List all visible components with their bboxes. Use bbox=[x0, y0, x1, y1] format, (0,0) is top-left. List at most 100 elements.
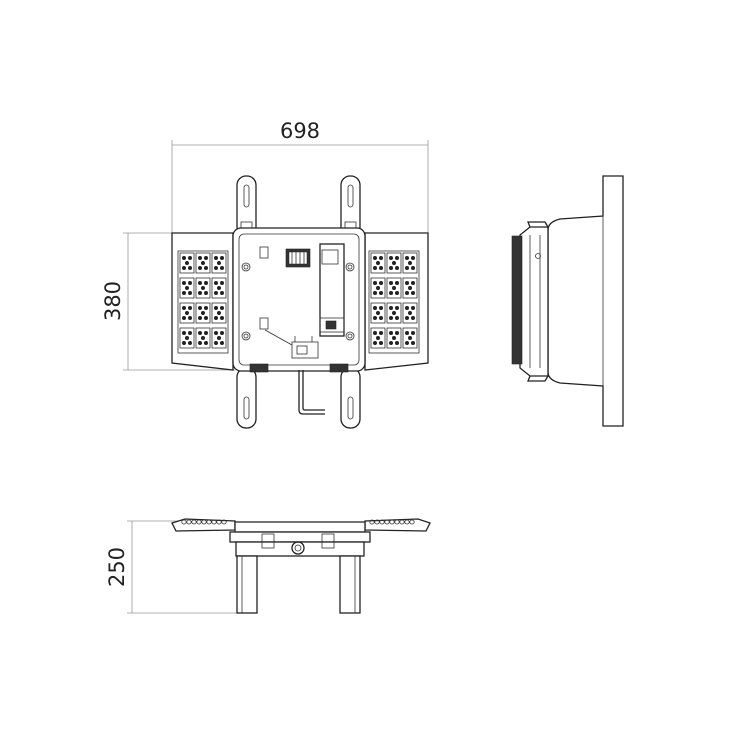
led-dot bbox=[198, 266, 202, 270]
led-dot bbox=[411, 331, 415, 335]
led-dot bbox=[198, 256, 202, 260]
led-module bbox=[179, 302, 195, 324]
led-dot bbox=[198, 341, 202, 345]
fin bbox=[216, 519, 222, 525]
led-module bbox=[386, 327, 402, 349]
fin bbox=[399, 519, 405, 525]
led-dot bbox=[408, 336, 412, 340]
power-cable bbox=[298, 370, 325, 415]
led-dot bbox=[204, 306, 208, 310]
led-module bbox=[195, 327, 211, 349]
led-dot bbox=[201, 286, 205, 290]
led-module bbox=[211, 252, 227, 274]
led-dot bbox=[376, 261, 380, 265]
led-module bbox=[211, 277, 227, 299]
led-dot bbox=[182, 331, 186, 335]
led-dot bbox=[405, 256, 409, 260]
led-dot bbox=[408, 311, 412, 315]
bottom-left-fins bbox=[181, 519, 227, 525]
fin bbox=[379, 519, 385, 525]
led-dot bbox=[405, 291, 409, 295]
led-dot bbox=[220, 341, 224, 345]
dimension-width-label: 698 bbox=[280, 119, 320, 143]
side-mounting-plate bbox=[547, 175, 624, 427]
led-dot bbox=[405, 341, 409, 345]
led-dot bbox=[185, 311, 189, 315]
fin bbox=[181, 519, 187, 525]
led-dot bbox=[217, 311, 221, 315]
led-dot bbox=[389, 341, 393, 345]
led-dot bbox=[395, 256, 399, 260]
led-dot bbox=[395, 291, 399, 295]
fin bbox=[191, 519, 197, 525]
led-module bbox=[386, 252, 402, 274]
led-dot bbox=[373, 281, 377, 285]
fin bbox=[389, 519, 395, 525]
fin bbox=[404, 519, 410, 525]
fin bbox=[201, 519, 207, 525]
led-dot bbox=[214, 306, 218, 310]
led-dot bbox=[389, 266, 393, 270]
led-dot bbox=[392, 261, 396, 265]
led-module bbox=[386, 302, 402, 324]
fin bbox=[409, 519, 415, 525]
led-dot bbox=[182, 341, 186, 345]
bottom-right-leg bbox=[339, 555, 361, 614]
led-dot bbox=[188, 331, 192, 335]
led-dot bbox=[373, 266, 377, 270]
led-dot bbox=[411, 341, 415, 345]
led-dot bbox=[220, 331, 224, 335]
led-dot bbox=[389, 316, 393, 320]
led-module bbox=[195, 252, 211, 274]
led-dot bbox=[201, 336, 205, 340]
led-dot bbox=[376, 336, 380, 340]
led-dot bbox=[379, 291, 383, 295]
led-dot bbox=[204, 266, 208, 270]
led-dot bbox=[379, 341, 383, 345]
led-dot bbox=[188, 316, 192, 320]
terminal-pins bbox=[291, 252, 305, 264]
dimension-width: 698 bbox=[171, 119, 429, 235]
led-module bbox=[402, 327, 418, 349]
led-dot bbox=[204, 291, 208, 295]
dimension-depth: 250 bbox=[105, 520, 240, 614]
bottom-left-bracket bbox=[236, 367, 257, 429]
led-dot bbox=[182, 281, 186, 285]
led-module bbox=[195, 277, 211, 299]
led-dot bbox=[185, 286, 189, 290]
fin bbox=[186, 519, 192, 525]
led-dot bbox=[220, 291, 224, 295]
bottom-left-leg bbox=[236, 555, 258, 614]
led-dot bbox=[185, 336, 189, 340]
led-dot bbox=[188, 266, 192, 270]
led-dot bbox=[411, 256, 415, 260]
led-module bbox=[370, 277, 386, 299]
led-dot bbox=[214, 341, 218, 345]
led-module bbox=[370, 302, 386, 324]
led-dot bbox=[395, 331, 399, 335]
led-dot bbox=[379, 256, 383, 260]
fin bbox=[206, 519, 212, 525]
led-dot bbox=[214, 316, 218, 320]
led-dot bbox=[376, 286, 380, 290]
led-module bbox=[179, 277, 195, 299]
led-dot bbox=[379, 306, 383, 310]
led-dot bbox=[411, 291, 415, 295]
fin bbox=[394, 519, 400, 525]
led-dot bbox=[188, 306, 192, 310]
led-module bbox=[402, 302, 418, 324]
led-module bbox=[211, 302, 227, 324]
dimension-depth-label: 250 bbox=[105, 547, 129, 587]
led-dot bbox=[214, 256, 218, 260]
side-housing bbox=[519, 226, 549, 377]
right-led-array bbox=[370, 252, 418, 349]
led-dot bbox=[373, 341, 377, 345]
front-view bbox=[171, 175, 429, 429]
led-dot bbox=[411, 281, 415, 285]
led-dot bbox=[405, 266, 409, 270]
led-dot bbox=[389, 306, 393, 310]
top-left-bracket bbox=[236, 175, 257, 237]
led-dot bbox=[220, 266, 224, 270]
side-view bbox=[511, 175, 624, 427]
